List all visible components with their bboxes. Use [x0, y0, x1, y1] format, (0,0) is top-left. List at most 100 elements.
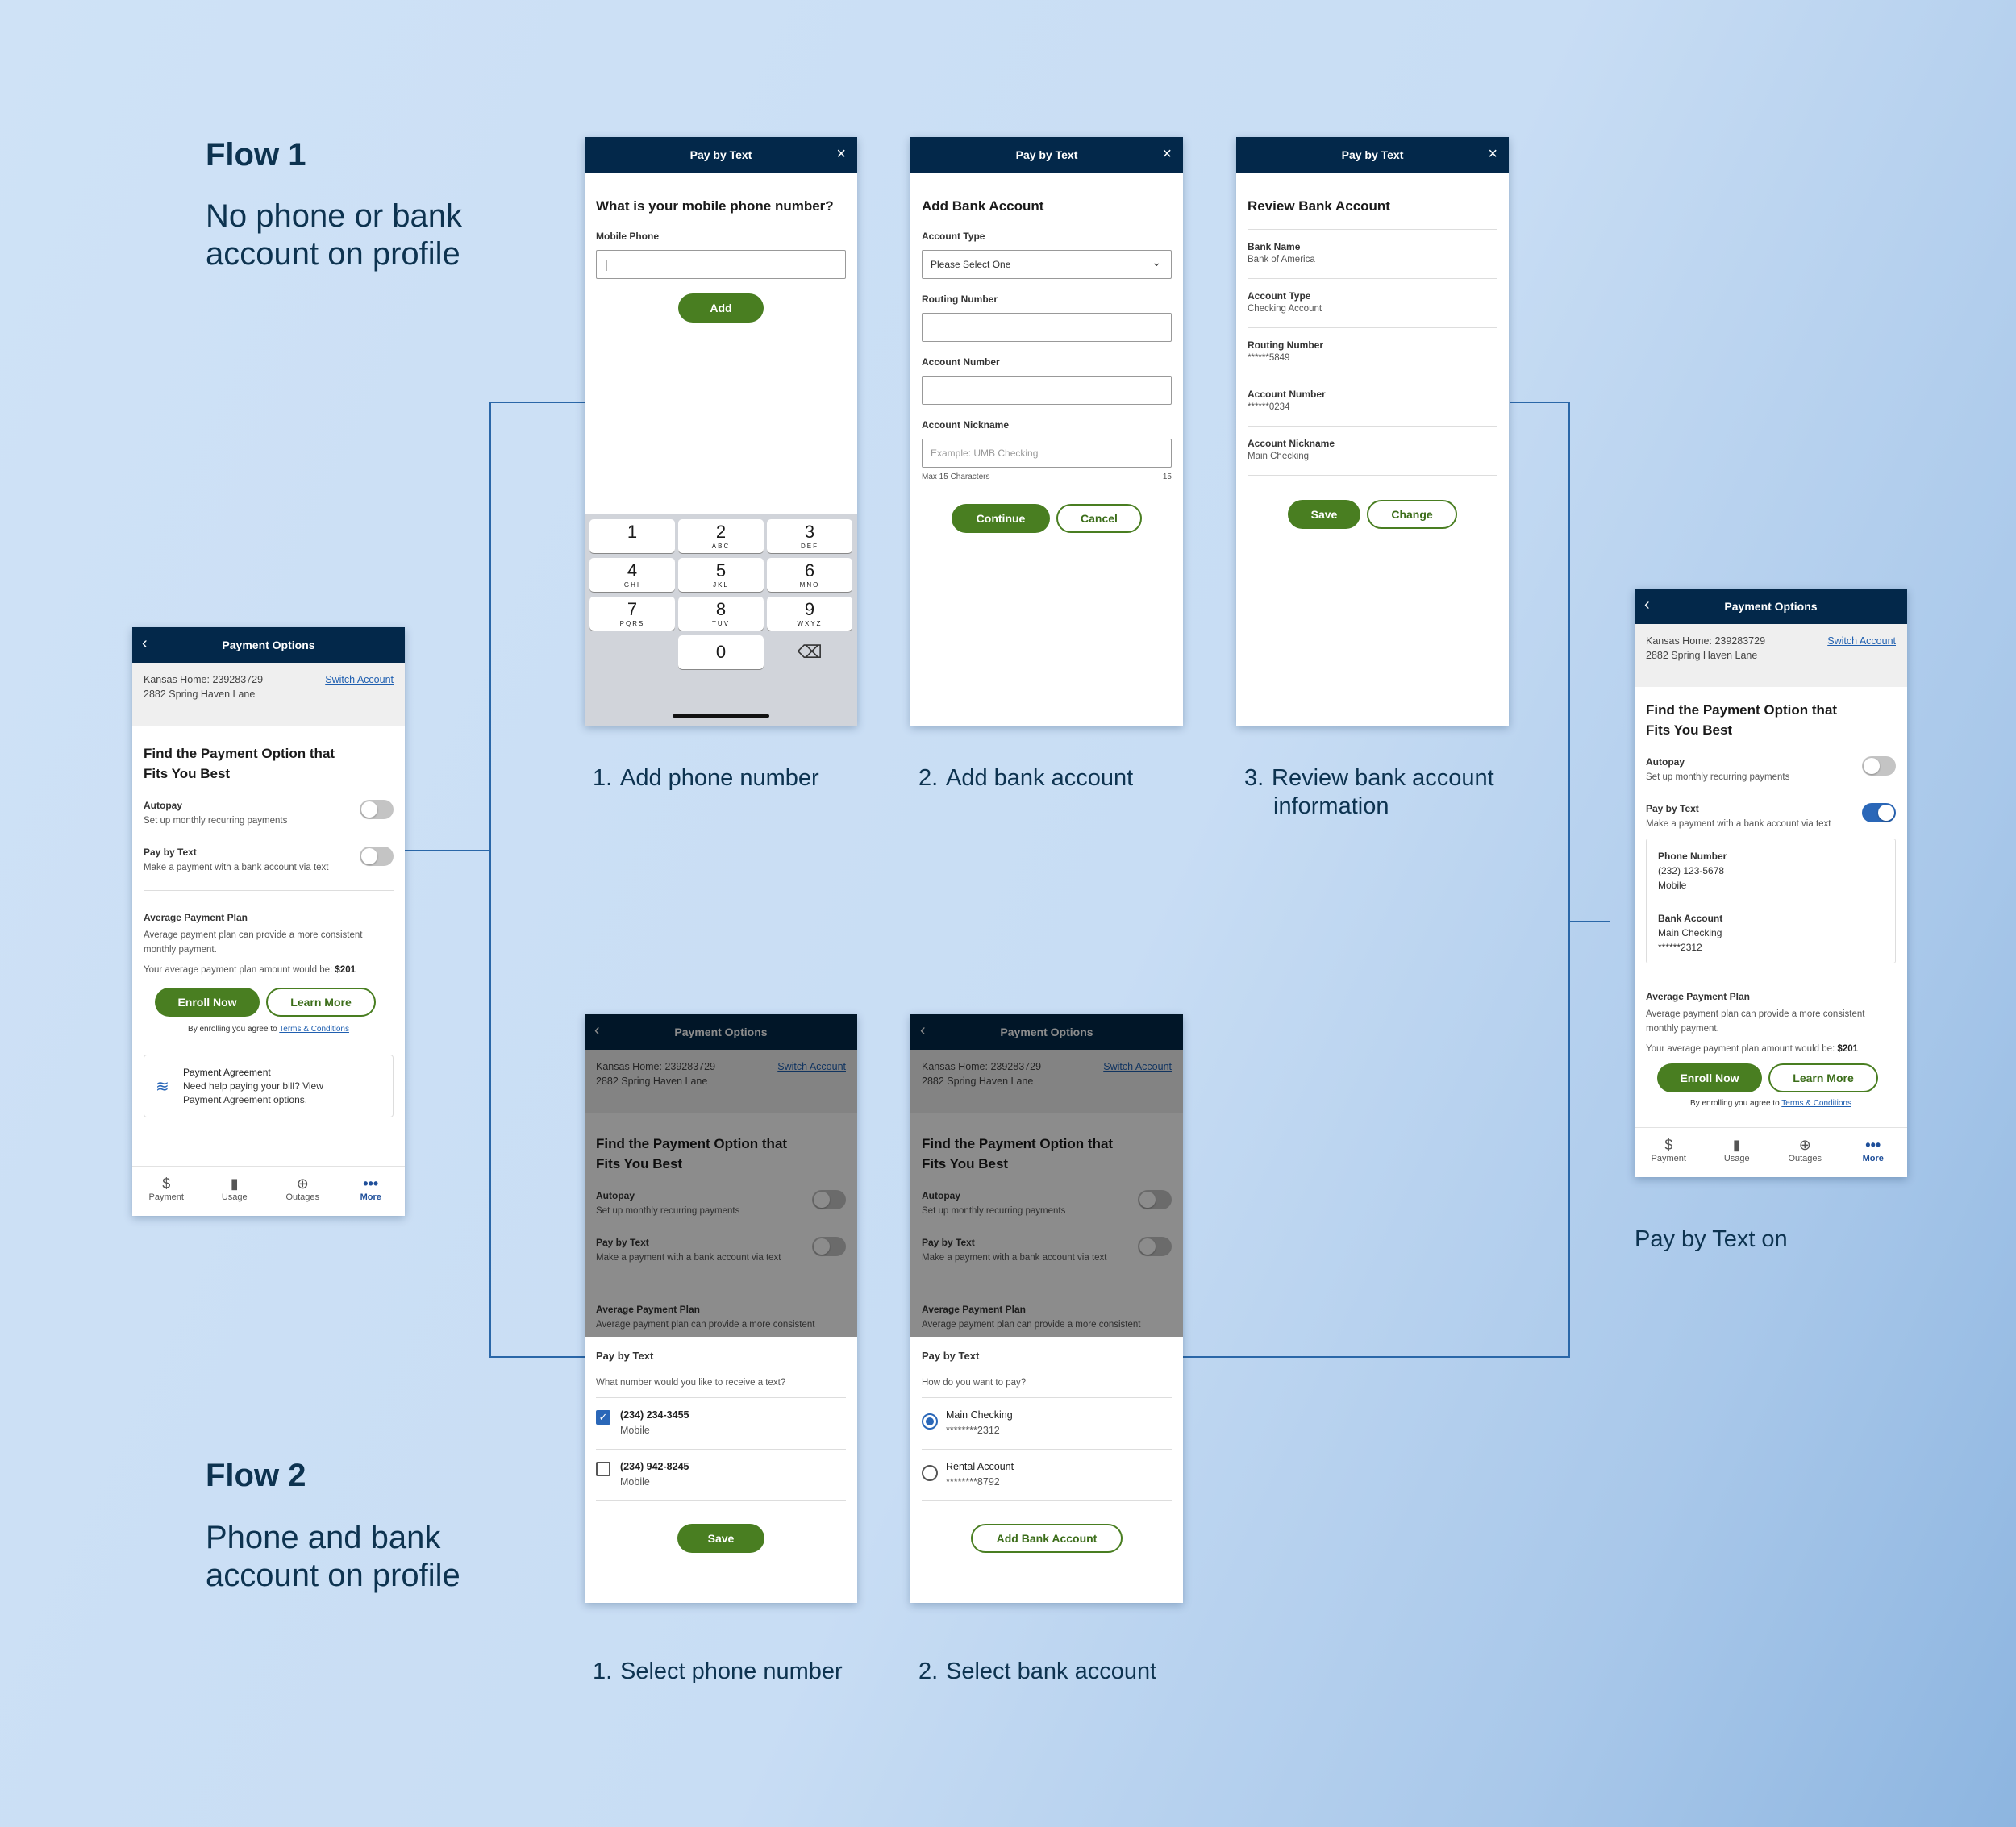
account-address: 2882 Spring Haven Lane	[596, 1076, 708, 1087]
backspace-icon[interactable]: ⌫	[797, 642, 823, 662]
home-indicator	[673, 714, 769, 718]
key-digit: 7	[627, 599, 638, 619]
radio-empty-icon[interactable]	[922, 1465, 938, 1481]
autopay-toggle[interactable]	[1862, 756, 1896, 776]
checkbox-empty-icon[interactable]	[596, 1462, 610, 1476]
enroll-now-button[interactable]: Enroll Now	[1657, 1063, 1762, 1092]
caption-add-phone: 1.Add phone number	[593, 764, 819, 793]
back-icon[interactable]: ‹	[1644, 596, 1650, 614]
mobile-phone-input[interactable]: |	[596, 250, 846, 279]
key-digit: 1	[627, 522, 638, 542]
switch-account-link[interactable]: Switch Account	[325, 674, 394, 685]
close-icon[interactable]: ×	[1162, 145, 1172, 163]
nav-label: More	[360, 1192, 381, 1202]
key-digit: 0	[715, 642, 727, 662]
key-1[interactable]: 1	[589, 519, 675, 553]
flow2-subtitle-line1: Phone and bank	[206, 1520, 441, 1555]
radio-selected-icon[interactable]	[922, 1413, 938, 1430]
pay-by-text-toggle[interactable]	[1138, 1237, 1172, 1256]
more-icon: •••	[363, 1176, 379, 1192]
dim-overlay[interactable]	[585, 1014, 857, 1337]
nav-outages[interactable]: ⊕Outages	[270, 1167, 335, 1216]
add-button[interactable]: Add	[678, 293, 764, 323]
header-title: Pay by Text	[1015, 148, 1078, 161]
bolt-icon: ⊕	[296, 1176, 309, 1192]
nav-usage[interactable]: ▮Usage	[202, 1167, 267, 1216]
switch-account-link[interactable]: Switch Account	[777, 1061, 846, 1072]
key-letters: WXYZ	[797, 620, 823, 627]
autopay-toggle[interactable]	[360, 800, 394, 819]
account-type-select[interactable]: Please Select One ⌄	[922, 250, 1172, 279]
account-number-input[interactable]	[922, 376, 1172, 405]
learn-more-button[interactable]: Learn More	[266, 988, 376, 1017]
key-letters: TUV	[712, 620, 730, 627]
terms-link[interactable]: Terms & Conditions	[279, 1025, 349, 1034]
checkbox-checked-icon[interactable]: ✓	[596, 1410, 610, 1425]
review-row-value: Checking Account	[1248, 304, 1322, 314]
review-row-value: Bank of America	[1248, 255, 1315, 264]
divider	[596, 1397, 846, 1398]
phone-option[interactable]: ✓ (234) 234-3455 Mobile	[596, 1398, 846, 1450]
bank-option[interactable]: Main Checking ********2312	[922, 1398, 1172, 1450]
avg-amount-value: $201	[1837, 1044, 1859, 1054]
nav-payment[interactable]: $Payment	[134, 1167, 198, 1216]
back-icon[interactable]: ‹	[142, 635, 148, 652]
back-icon[interactable]: ‹	[920, 1022, 926, 1039]
autopay-toggle[interactable]	[812, 1190, 846, 1209]
cancel-button[interactable]: Cancel	[1056, 504, 1142, 533]
add-bank-account-button[interactable]: Add Bank Account	[971, 1524, 1123, 1553]
pay-by-text-desc: Make a payment with a bank account via t…	[922, 1253, 1107, 1263]
learn-more-button[interactable]: Learn More	[1768, 1063, 1878, 1092]
close-icon[interactable]: ×	[1488, 145, 1497, 163]
nav-usage[interactable]: ▮Usage	[1705, 1128, 1769, 1177]
key-0[interactable]: 0	[678, 635, 764, 669]
payment-agreement-card[interactable]: ≋ Payment Agreement Need help paying you…	[144, 1055, 394, 1117]
dim-overlay[interactable]	[910, 1014, 1183, 1337]
autopay-label: Autopay	[1646, 756, 1685, 768]
nav-more[interactable]: •••More	[1841, 1128, 1906, 1177]
phone-select-phone-number: ‹ Payment Options Kansas Home: 239283729…	[585, 1014, 857, 1603]
review-row-value: Main Checking	[1248, 452, 1310, 461]
pay-by-text-toggle[interactable]	[1862, 803, 1896, 822]
nav-payment[interactable]: $Payment	[1636, 1128, 1701, 1177]
bank-option[interactable]: Rental Account ********8792	[922, 1450, 1172, 1501]
connector-line	[405, 850, 490, 851]
connector-line	[1568, 921, 1610, 922]
section-title: Find the Payment Option that Fits You Be…	[922, 1134, 1172, 1174]
bottom-nav: $Payment ▮Usage ⊕Outages •••More	[132, 1166, 405, 1216]
continue-button[interactable]: Continue	[952, 504, 1050, 533]
avg-amount-text: Your average payment plan amount would b…	[1646, 1044, 1835, 1054]
caption-text: Review bank account	[1272, 765, 1494, 791]
routing-number-input[interactable]	[922, 313, 1172, 342]
nav-more[interactable]: •••More	[339, 1167, 403, 1216]
pay-by-text-toggle[interactable]	[812, 1237, 846, 1256]
enroll-now-button[interactable]: Enroll Now	[155, 988, 260, 1017]
close-icon[interactable]: ×	[836, 145, 846, 163]
pay-by-text-desc: Make a payment with a bank account via t…	[596, 1253, 781, 1263]
autopay-label: Autopay	[596, 1190, 635, 1201]
save-button[interactable]: Save	[1288, 500, 1360, 529]
back-icon[interactable]: ‹	[594, 1022, 600, 1039]
save-button[interactable]: Save	[677, 1524, 764, 1553]
terms-link[interactable]: Terms & Conditions	[1781, 1099, 1851, 1108]
autopay-toggle[interactable]	[1138, 1190, 1172, 1209]
account-nickname-input[interactable]: Example: UMB Checking	[922, 439, 1172, 468]
change-button[interactable]: Change	[1367, 500, 1457, 529]
phone-option[interactable]: (234) 942-8245 Mobile	[596, 1450, 846, 1501]
review-row-value: ******0234	[1248, 402, 1290, 412]
nav-outages[interactable]: ⊕Outages	[1772, 1128, 1837, 1177]
avg-desc-line1: Average payment plan can provide a more …	[1646, 1009, 1865, 1019]
review-row-value: ******5849	[1248, 353, 1290, 363]
switch-account-link[interactable]: Switch Account	[1827, 635, 1896, 647]
switch-account-link[interactable]: Switch Account	[1103, 1061, 1172, 1072]
pay-by-text-toggle[interactable]	[360, 847, 394, 866]
